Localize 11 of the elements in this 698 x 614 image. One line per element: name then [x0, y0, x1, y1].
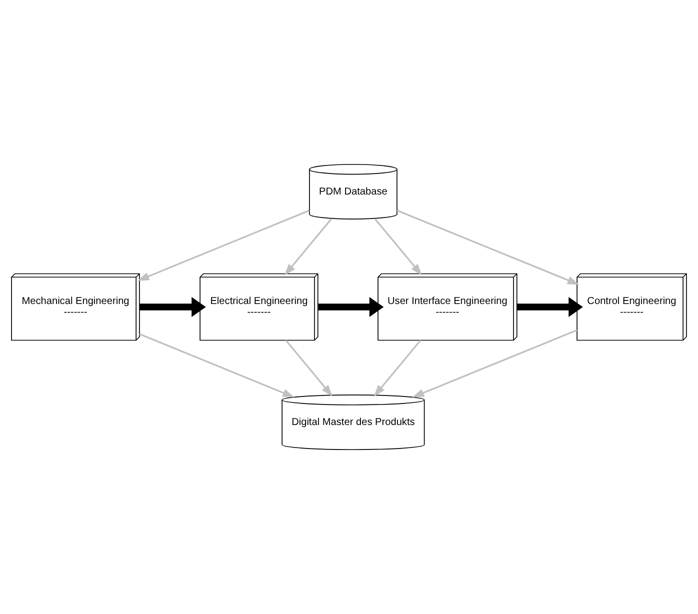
arrow — [285, 340, 333, 397]
arrow — [396, 210, 580, 285]
arrow — [374, 340, 422, 397]
arrow — [140, 297, 206, 317]
arrow — [516, 297, 583, 317]
arrow — [318, 297, 384, 317]
arrow — [137, 210, 310, 281]
arrow — [374, 218, 422, 276]
arrow — [284, 218, 332, 276]
arrow — [412, 329, 578, 398]
arrow — [139, 333, 294, 398]
